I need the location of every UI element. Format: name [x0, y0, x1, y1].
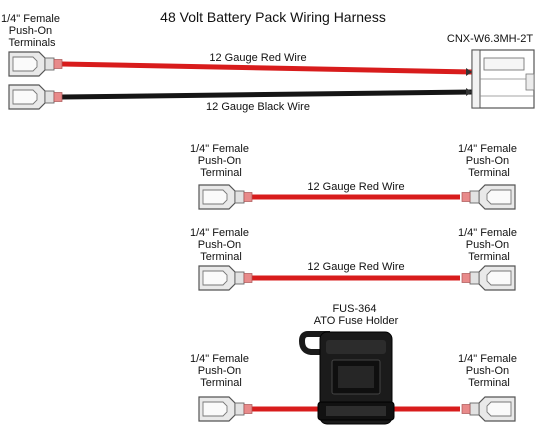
- jumper1-left-line1: 1/4" Female: [190, 143, 249, 155]
- jumper1-wire-label: 12 Gauge Red Wire: [307, 181, 404, 193]
- fuse-left-terminal: [198, 396, 253, 422]
- jumper1-left-line3: Terminal: [200, 167, 242, 179]
- jumper1-right-terminal-label: 1/4" Female Push-On Terminal: [458, 143, 520, 179]
- jumper2-left-terminal-label: 1/4" Female Push-On Terminal: [190, 227, 252, 263]
- fuse-right-line1: 1/4" Female: [458, 353, 517, 365]
- jumper2-right-terminal: [462, 266, 515, 290]
- fuse-left-terminal-label: 1/4" Female Push-On Terminal: [190, 353, 252, 389]
- page-title: 48 Volt Battery Pack Wiring Harness: [160, 9, 386, 25]
- jumper1-right-line2: Push-On: [466, 155, 509, 167]
- fuse-description: ATO Fuse Holder: [314, 315, 399, 327]
- fuse-right-terminal: [462, 397, 515, 421]
- connector-housing: [466, 49, 535, 109]
- fuse-right-line3: Terminal: [468, 377, 510, 389]
- jumper2-left-line3: Terminal: [200, 251, 242, 263]
- fuse-right-terminal-label: 1/4" Female Push-On Terminal: [458, 353, 520, 389]
- jumper2-wire-label: 12 Gauge Red Wire: [307, 261, 404, 273]
- jumper2-right-line3: Terminal: [468, 251, 510, 263]
- fuse-holder: [298, 331, 395, 425]
- jumper2-left-line1: 1/4" Female: [190, 227, 249, 239]
- harness-terminal-label-line2: Push-On: [9, 25, 52, 37]
- harness-red-wire-label: 12 Gauge Red Wire: [209, 52, 306, 64]
- jumper1-right-terminal: [462, 185, 515, 209]
- harness-terminal-black: [8, 84, 63, 110]
- harness-black-wire: [59, 89, 475, 100]
- fuse-label: FUS-364 ATO Fuse Holder: [314, 303, 399, 327]
- harness-terminal-red: [8, 51, 63, 77]
- fuse-left-line2: Push-On: [198, 365, 241, 377]
- jumper1-right-line3: Terminal: [468, 167, 510, 179]
- jumper1-right-line1: 1/4" Female: [458, 143, 517, 155]
- jumper1-left-terminal-label: 1/4" Female Push-On Terminal: [190, 143, 252, 179]
- jumper2-right-terminal-label: 1/4" Female Push-On Terminal: [458, 227, 520, 263]
- jumper2-right-line2: Push-On: [466, 239, 509, 251]
- jumper2-left-line2: Push-On: [198, 239, 241, 251]
- harness-terminal-label-line3: Terminals: [8, 37, 56, 49]
- fuse-right-line2: Push-On: [466, 365, 509, 377]
- fuse-left-line1: 1/4" Female: [190, 353, 249, 365]
- harness-red-wire: [59, 61, 475, 75]
- jumper2-left-terminal: [198, 265, 253, 291]
- harness-terminal-label-line1: 1/4" Female: [1, 13, 60, 25]
- jumper2-right-line1: 1/4" Female: [458, 227, 517, 239]
- jumper1-left-terminal: [198, 184, 253, 210]
- fuse-left-line3: Terminal: [200, 377, 242, 389]
- harness-black-wire-label: 12 Gauge Black Wire: [206, 101, 310, 113]
- fuse-part-number: FUS-364: [332, 303, 376, 315]
- harness-terminal-label: 1/4" Female Push-On Terminals: [1, 13, 63, 49]
- jumper1-left-line2: Push-On: [198, 155, 241, 167]
- connector-label: CNX-W6.3MH-2T: [447, 33, 533, 45]
